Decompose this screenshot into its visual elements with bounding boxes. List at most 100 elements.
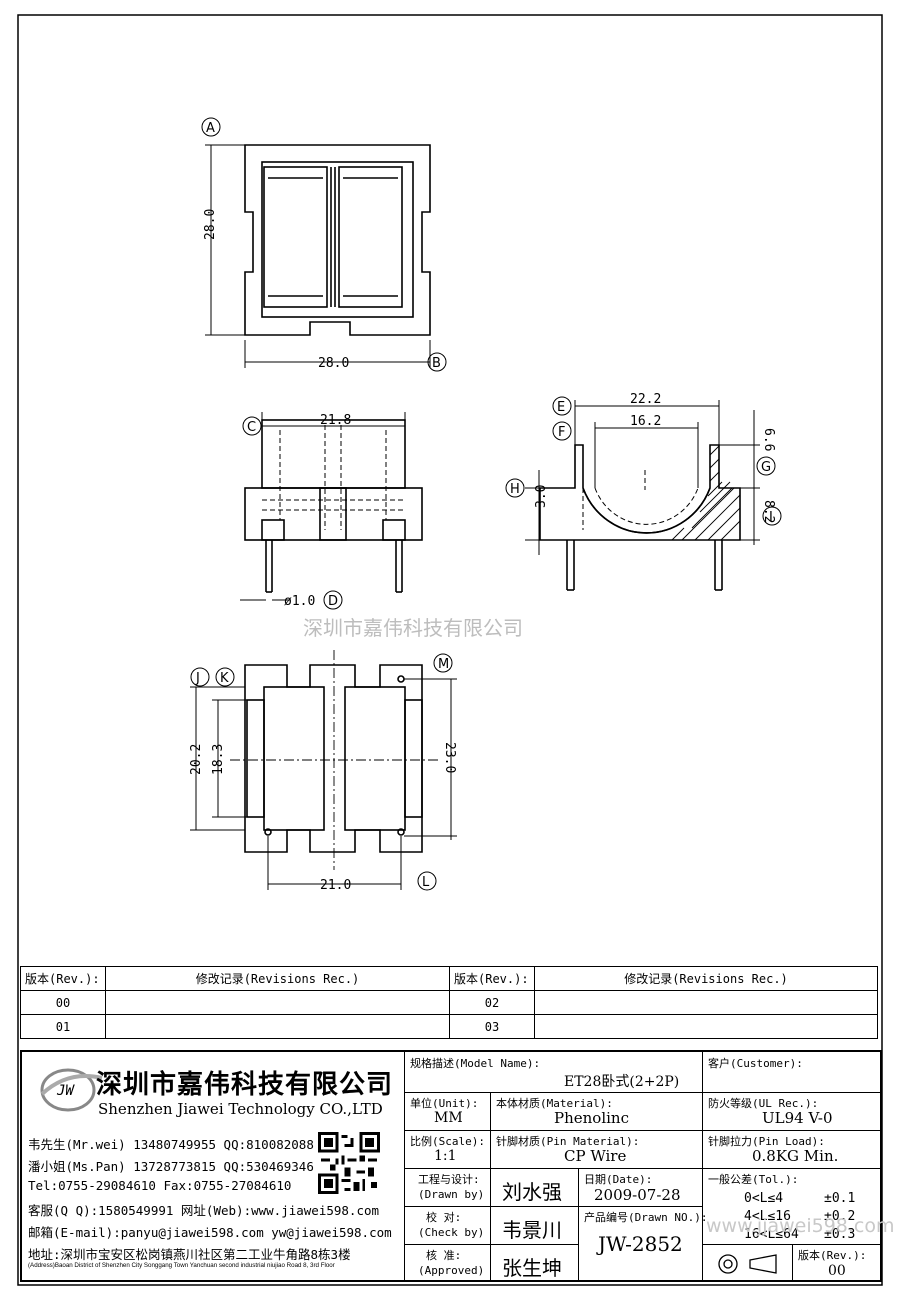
date-label: 日期(Date): <box>584 1173 653 1186</box>
rec-cell <box>105 1014 450 1039</box>
material-value: Phenolinc <box>554 1109 629 1127</box>
pin-load-value: 0.8KG Min. <box>752 1147 839 1165</box>
contact-line: 韦先生(Mr.wei) 13480749955 QQ:810082088 <box>28 1137 314 1152</box>
bottom-view-center <box>230 650 440 870</box>
label-h: H <box>510 482 520 497</box>
scale-label: 比例(Scale): <box>410 1135 485 1148</box>
tol-range: 0<L≤4 <box>744 1191 784 1206</box>
approve-value-cell <box>490 1244 578 1282</box>
scale-cell <box>404 1130 490 1168</box>
side-view-hidden <box>582 470 699 530</box>
dim-mid: 8.2 <box>761 500 776 523</box>
date-value: 2009-07-28 <box>594 1186 681 1204</box>
label-f: F <box>558 425 565 440</box>
scale-value: 1:1 <box>434 1148 457 1164</box>
front-view-hidden <box>262 425 405 530</box>
material-label: 本体材质(Material): <box>496 1097 613 1110</box>
dim-pin: ø1.0 <box>284 594 315 609</box>
tol-value: ±0.2 <box>824 1209 856 1224</box>
unit-cell <box>404 1092 490 1130</box>
drawn-no-value: JW-2852 <box>598 1232 683 1256</box>
tol-range: 16<L≤64 <box>744 1227 799 1242</box>
rev-cell: 01 <box>20 1014 106 1039</box>
pin-material-value: CP Wire <box>564 1147 627 1165</box>
dim-top-height: 28.0 <box>203 209 218 240</box>
label-g: G <box>761 460 771 475</box>
label-b: B <box>432 356 441 371</box>
label-i: I <box>769 510 773 525</box>
table-row: 01 03 <box>20 1014 878 1039</box>
bottom-view <box>244 664 423 853</box>
company-logo-icon: JW <box>40 1068 103 1112</box>
title-grid: 规格描述(Model Name): ET28卧式(2+2P) 客户(Custom… <box>404 1052 882 1282</box>
label-k: K <box>220 671 229 686</box>
contact-line: 潘小姐(Ms.Pan) 13728773815 QQ:530469346 <box>28 1159 314 1174</box>
contact-line: 客服(Q Q):1580549991 网址(Web):www.jiawei598… <box>28 1203 380 1218</box>
model-value: ET28卧式(2+2P) <box>564 1074 680 1090</box>
side-view <box>539 444 741 591</box>
table-row: 00 02 <box>20 990 878 1015</box>
rev-cell: 02 <box>449 990 535 1015</box>
tol-value: ±0.1 <box>824 1191 856 1206</box>
rec-header-left: 修改记录(Revisions Rec.) <box>105 966 450 991</box>
side-view-dims <box>505 396 782 555</box>
rec-header-right: 修改记录(Revisions Rec.) <box>534 966 878 991</box>
pin-material-cell <box>490 1130 702 1168</box>
rev-header-left: 版本(Rev.): <box>20 966 106 991</box>
material-cell <box>490 1092 702 1130</box>
address-en: (Address)Baoan District of Shenzhen City… <box>28 1262 335 1269</box>
rev-header-right: 版本(Rev.): <box>449 966 535 991</box>
tol-value: ±0.3 <box>824 1227 856 1242</box>
check-label-en: (Check by) <box>418 1226 485 1239</box>
side-view-hatch <box>671 445 741 541</box>
drawn-by-cell <box>404 1168 490 1206</box>
label-e: E <box>557 400 565 415</box>
projection-symbol-icon <box>718 1254 777 1274</box>
revision-header-row: 版本(Rev.): 修改记录(Revisions Rec.) 版本(Rev.):… <box>20 966 878 991</box>
front-view <box>244 419 423 593</box>
unit-value: MM <box>434 1110 463 1126</box>
customer-label: 客户(Customer): <box>708 1057 803 1070</box>
approved-by-cell <box>404 1244 490 1282</box>
label-c: C <box>247 420 256 435</box>
check-by-cell <box>404 1206 490 1244</box>
rec-cell <box>534 1014 878 1039</box>
contact-line: Tel:0755-29084610 Fax:0755-27084610 <box>28 1178 292 1193</box>
label-l: L <box>422 875 430 890</box>
check-value-cell <box>490 1206 578 1244</box>
sheet-border <box>17 14 883 1286</box>
dim-top: 6.6 <box>761 428 776 451</box>
projection-cell <box>702 1244 792 1282</box>
approve-label-en: (Approved) <box>418 1264 485 1277</box>
qr-code-icon <box>318 1132 380 1194</box>
label-m: M <box>438 657 449 672</box>
drawn-label-en: (Drawn by) <box>418 1188 485 1201</box>
date-cell <box>578 1168 702 1206</box>
top-view <box>244 144 431 336</box>
ul-cell <box>702 1092 882 1130</box>
tolerance-cell <box>702 1168 882 1244</box>
rec-cell <box>534 990 878 1015</box>
dim-20-2: 20.2 <box>189 744 204 775</box>
rev-label: 版本(Rev.): <box>798 1249 867 1262</box>
check-value: 韦景川 <box>502 1218 562 1242</box>
pin-load-label: 针脚拉力(Pin Load): <box>708 1135 825 1148</box>
title-block: JW 深圳市嘉伟科技有限公司 Shenzhen Jiawei Technolog… <box>20 1050 882 1282</box>
model-label: 规格描述(Model Name): <box>410 1057 541 1070</box>
label-d: D <box>328 594 338 609</box>
drawn-label-cn: 工程与设计: <box>418 1173 480 1186</box>
company-name-cn: 深圳市嘉伟科技有限公司 <box>96 1070 394 1100</box>
dim-left: 3.0 <box>534 485 549 508</box>
dim-outer: 22.2 <box>630 392 661 407</box>
rec-cell <box>105 990 450 1015</box>
contact-line: 邮箱(E-mail):panyu@jiawei598.com yw@jiawei… <box>28 1225 392 1240</box>
revision-table: 版本(Rev.): 修改记录(Revisions Rec.) 版本(Rev.):… <box>20 966 878 1039</box>
pin-material-label: 针脚材质(Pin Material): <box>496 1135 640 1148</box>
drawn-value: 刘水强 <box>502 1180 562 1204</box>
customer-cell <box>702 1052 882 1092</box>
rev-value: 00 <box>828 1263 846 1279</box>
dim-23-0: 23.0 <box>442 742 457 773</box>
svg-text:JW: JW <box>56 1083 75 1099</box>
